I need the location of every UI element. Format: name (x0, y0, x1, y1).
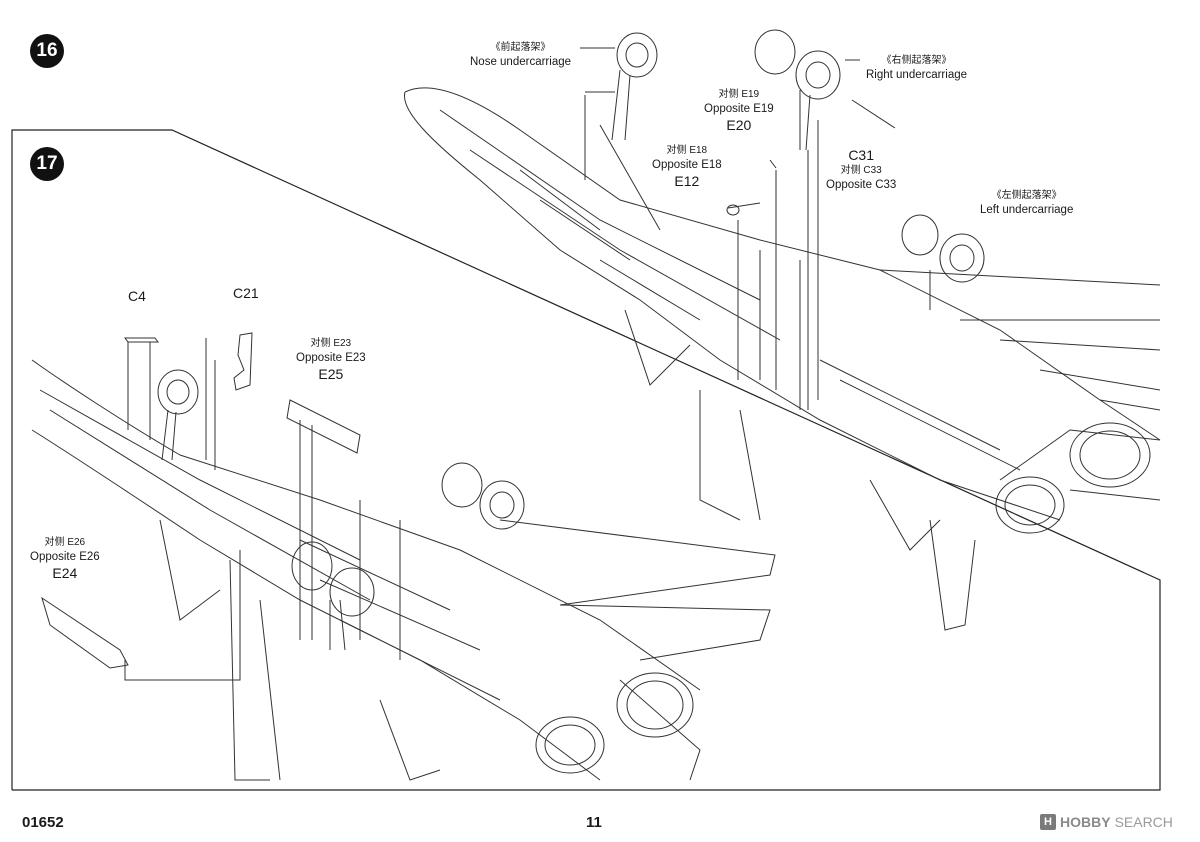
part-c31-callout: C31 对侧 C33 Opposite C33 (826, 146, 896, 192)
part-e20-number: E20 (726, 117, 752, 133)
right-undercarriage-cn: 《右侧起落架》 (881, 55, 952, 66)
part-e24-opposite: Opposite E26 (30, 551, 100, 563)
part-c31-opposite: Opposite C33 (826, 179, 897, 191)
part-e25-opposite: Opposite E23 (296, 352, 366, 364)
watermark-logo-icon: H (1040, 814, 1056, 830)
step17-aircraft (31, 332, 776, 781)
part-e20-opposite: Opposite E19 (704, 103, 774, 115)
part-e12-cn: 对侧 E18 (666, 145, 708, 156)
product-code: 01652 (22, 814, 64, 831)
part-e12-number: E12 (674, 173, 700, 189)
part-e20-callout: 对侧 E19 Opposite E19 E20 (704, 88, 774, 134)
part-e25-cn: 对侧 E23 (310, 338, 352, 349)
part-e24-number: E24 (52, 565, 78, 581)
part-c31-number: C31 (848, 147, 874, 163)
part-e24-cn: 对侧 E26 (44, 537, 86, 548)
step-17-badge: 17 (30, 147, 64, 181)
step-16-badge: 16 (30, 34, 64, 68)
right-undercarriage-en: Right undercarriage (866, 69, 968, 81)
part-e25-callout: 对侧 E23 Opposite E23 E25 (296, 337, 366, 383)
left-undercarriage-cn: 《左侧起落架》 (991, 190, 1062, 201)
nose-undercarriage-label: 《前起落架》 Nose undercarriage (470, 41, 571, 69)
watermark-brand: HOBBY (1060, 814, 1111, 830)
part-e12-opposite: Opposite E18 (652, 159, 722, 171)
part-c31-cn: 对侧 C33 (840, 165, 882, 176)
left-undercarriage-label: 《左侧起落架》 Left undercarriage (980, 189, 1073, 217)
nose-undercarriage-en: Nose undercarriage (470, 56, 572, 68)
part-c4-label: C4 (128, 288, 146, 304)
part-e25-number: E25 (318, 366, 344, 382)
part-c21-label: C21 (233, 285, 259, 301)
left-undercarriage-en: Left undercarriage (980, 204, 1074, 216)
right-undercarriage-label: 《右侧起落架》 Right undercarriage (866, 54, 967, 82)
part-e12-callout: 对侧 E18 Opposite E18 E12 (652, 144, 722, 190)
step16-aircraft (403, 29, 1161, 631)
part-e24-callout: 对侧 E26 Opposite E26 E24 (30, 536, 100, 582)
part-e20-cn: 对侧 E19 (718, 89, 760, 100)
watermark: H HOBBY SEARCH (1040, 814, 1173, 830)
nose-undercarriage-cn: 《前起落架》 (490, 42, 551, 53)
watermark-word: SEARCH (1114, 814, 1173, 830)
page-number: 11 (586, 814, 602, 831)
